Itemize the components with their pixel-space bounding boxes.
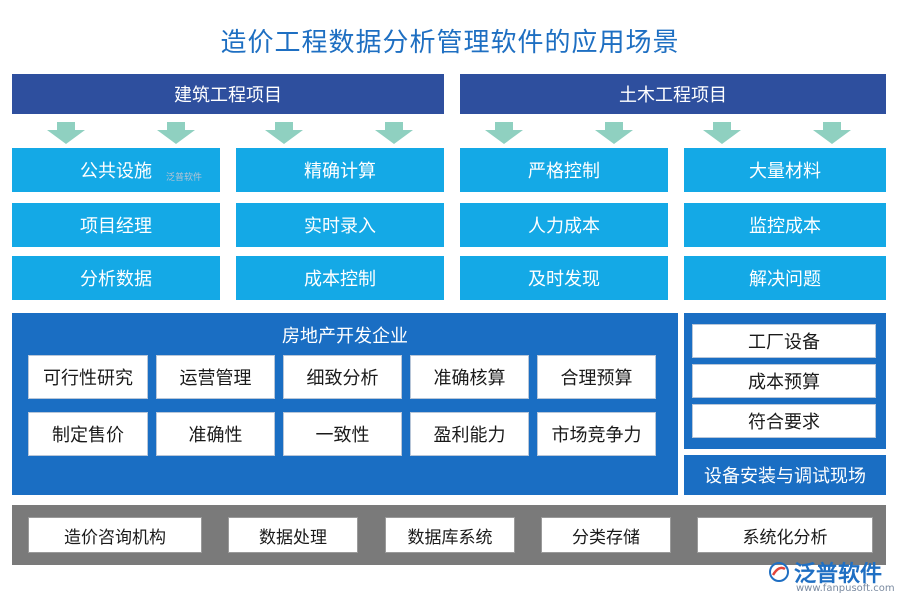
header-building-projects: 建筑工程项目 <box>12 74 444 114</box>
consulting-item: 数据库系统 <box>385 517 515 553</box>
grid-cell: 分析数据 <box>12 256 220 300</box>
equipment-item: 符合要求 <box>692 404 876 438</box>
grid-cell: 实时录入 <box>236 203 444 247</box>
watermark-text: 泛普软件 <box>166 173 203 183</box>
down-arrow-icon <box>485 122 523 144</box>
down-arrow-icon <box>47 122 85 144</box>
grid-cell: 解决问题 <box>684 256 886 300</box>
realestate-item: 盈利能力 <box>410 412 529 456</box>
consulting-item: 分类存储 <box>541 517 671 553</box>
realestate-item: 细致分析 <box>283 355 402 399</box>
grid-cell: 成本控制 <box>236 256 444 300</box>
realestate-item: 合理预算 <box>537 355 656 399</box>
down-arrow-icon <box>813 122 851 144</box>
brand-logo-icon <box>769 562 789 582</box>
realestate-item: 可行性研究 <box>28 355 148 399</box>
realestate-item: 准确核算 <box>410 355 529 399</box>
grid-cell: 大量材料 <box>684 148 886 192</box>
equipment-item: 成本预算 <box>692 364 876 398</box>
grid-cell: 精确计算 <box>236 148 444 192</box>
consulting-item: 造价咨询机构 <box>28 517 202 553</box>
consulting-item: 系统化分析 <box>697 517 873 553</box>
realestate-panel <box>12 313 678 495</box>
realestate-item: 运营管理 <box>156 355 275 399</box>
down-arrow-icon <box>703 122 741 144</box>
brand-logo-url: www.fanpusoft.com <box>796 583 895 594</box>
realestate-item: 市场竞争力 <box>537 412 656 456</box>
grid-cell: 公共设施 <box>12 148 220 192</box>
down-arrow-icon <box>157 122 195 144</box>
equipment-label: 设备安装与调试现场 <box>684 455 886 495</box>
down-arrow-icon <box>595 122 633 144</box>
brand-logo: 泛普软件 <box>768 556 882 588</box>
realestate-item: 制定售价 <box>28 412 148 456</box>
brand-logo-name: 泛普软件 <box>794 562 883 587</box>
header-civil-projects: 土木工程项目 <box>460 74 886 114</box>
grid-cell: 项目经理 <box>12 203 220 247</box>
realestate-item: 一致性 <box>283 412 402 456</box>
realestate-label: 房地产开发企业 <box>282 326 408 347</box>
realestate-item: 准确性 <box>156 412 275 456</box>
grid-cell: 监控成本 <box>684 203 886 247</box>
down-arrow-icon <box>265 122 303 144</box>
down-arrow-icon <box>375 122 413 144</box>
equipment-item: 工厂设备 <box>692 324 876 358</box>
grid-cell: 及时发现 <box>460 256 668 300</box>
page-title: 造价工程数据分析管理软件的应用场景 <box>220 28 680 58</box>
consulting-item: 数据处理 <box>228 517 358 553</box>
grid-cell: 严格控制 <box>460 148 668 192</box>
grid-cell: 人力成本 <box>460 203 668 247</box>
